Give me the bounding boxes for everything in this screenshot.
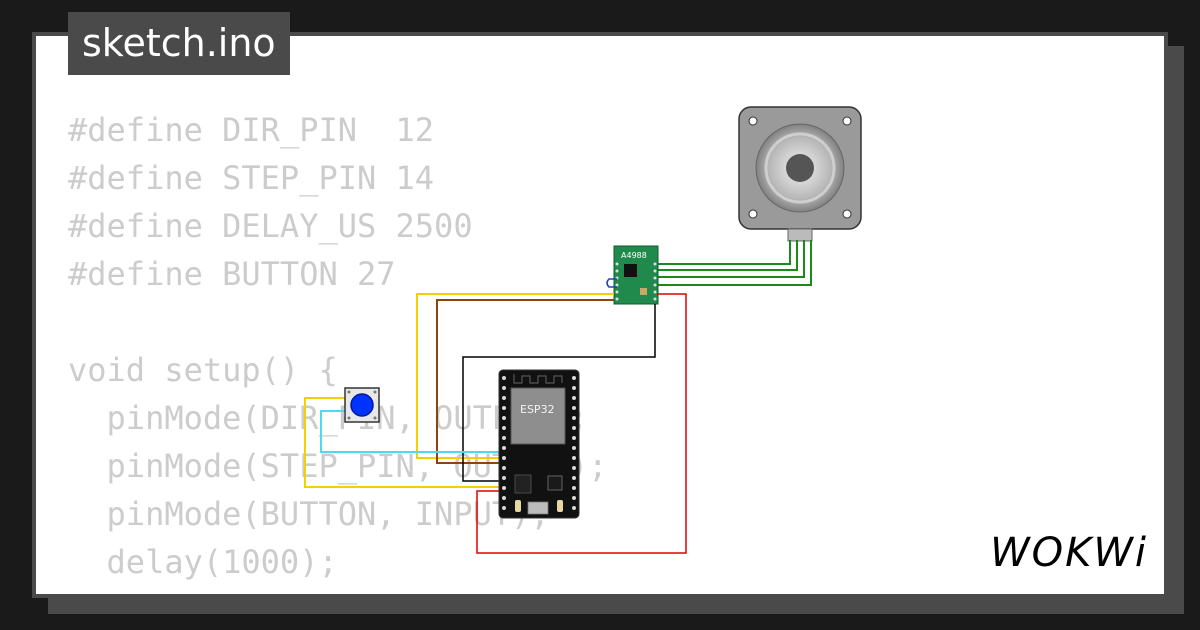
code-line: #define BUTTON 27 — [68, 255, 396, 293]
code-line: #define STEP_PIN 14 — [68, 159, 435, 197]
preview-card: #define DIR_PIN 12 #define STEP_PIN 14 #de… — [32, 32, 1168, 598]
code-line: delay(1000); — [68, 543, 338, 581]
code-line: #define DIR_PIN 12 — [68, 111, 435, 149]
stepper-motor[interactable] — [738, 106, 862, 242]
esp32-wires — [304, 293, 687, 554]
code-block: #define DIR_PIN 12 #define STEP_PIN 14 #de… — [68, 106, 607, 594]
code-line: #define DELAY_US 2500 — [68, 207, 473, 245]
esp32-board[interactable]: ESP32 — [498, 369, 580, 519]
mcu-label: ESP32 — [520, 403, 555, 416]
code-line: void setup() { — [68, 351, 338, 389]
page-title: sketch.ino — [68, 12, 290, 75]
motor-wires — [657, 240, 812, 286]
driver-jumper — [606, 278, 617, 288]
a4988-driver[interactable]: A4988 — [613, 245, 659, 305]
push-button[interactable] — [344, 387, 380, 423]
code-line: } — [68, 586, 607, 594]
wokwi-logo: WOKWi — [990, 530, 1148, 576]
driver-label: A4988 — [621, 251, 647, 260]
